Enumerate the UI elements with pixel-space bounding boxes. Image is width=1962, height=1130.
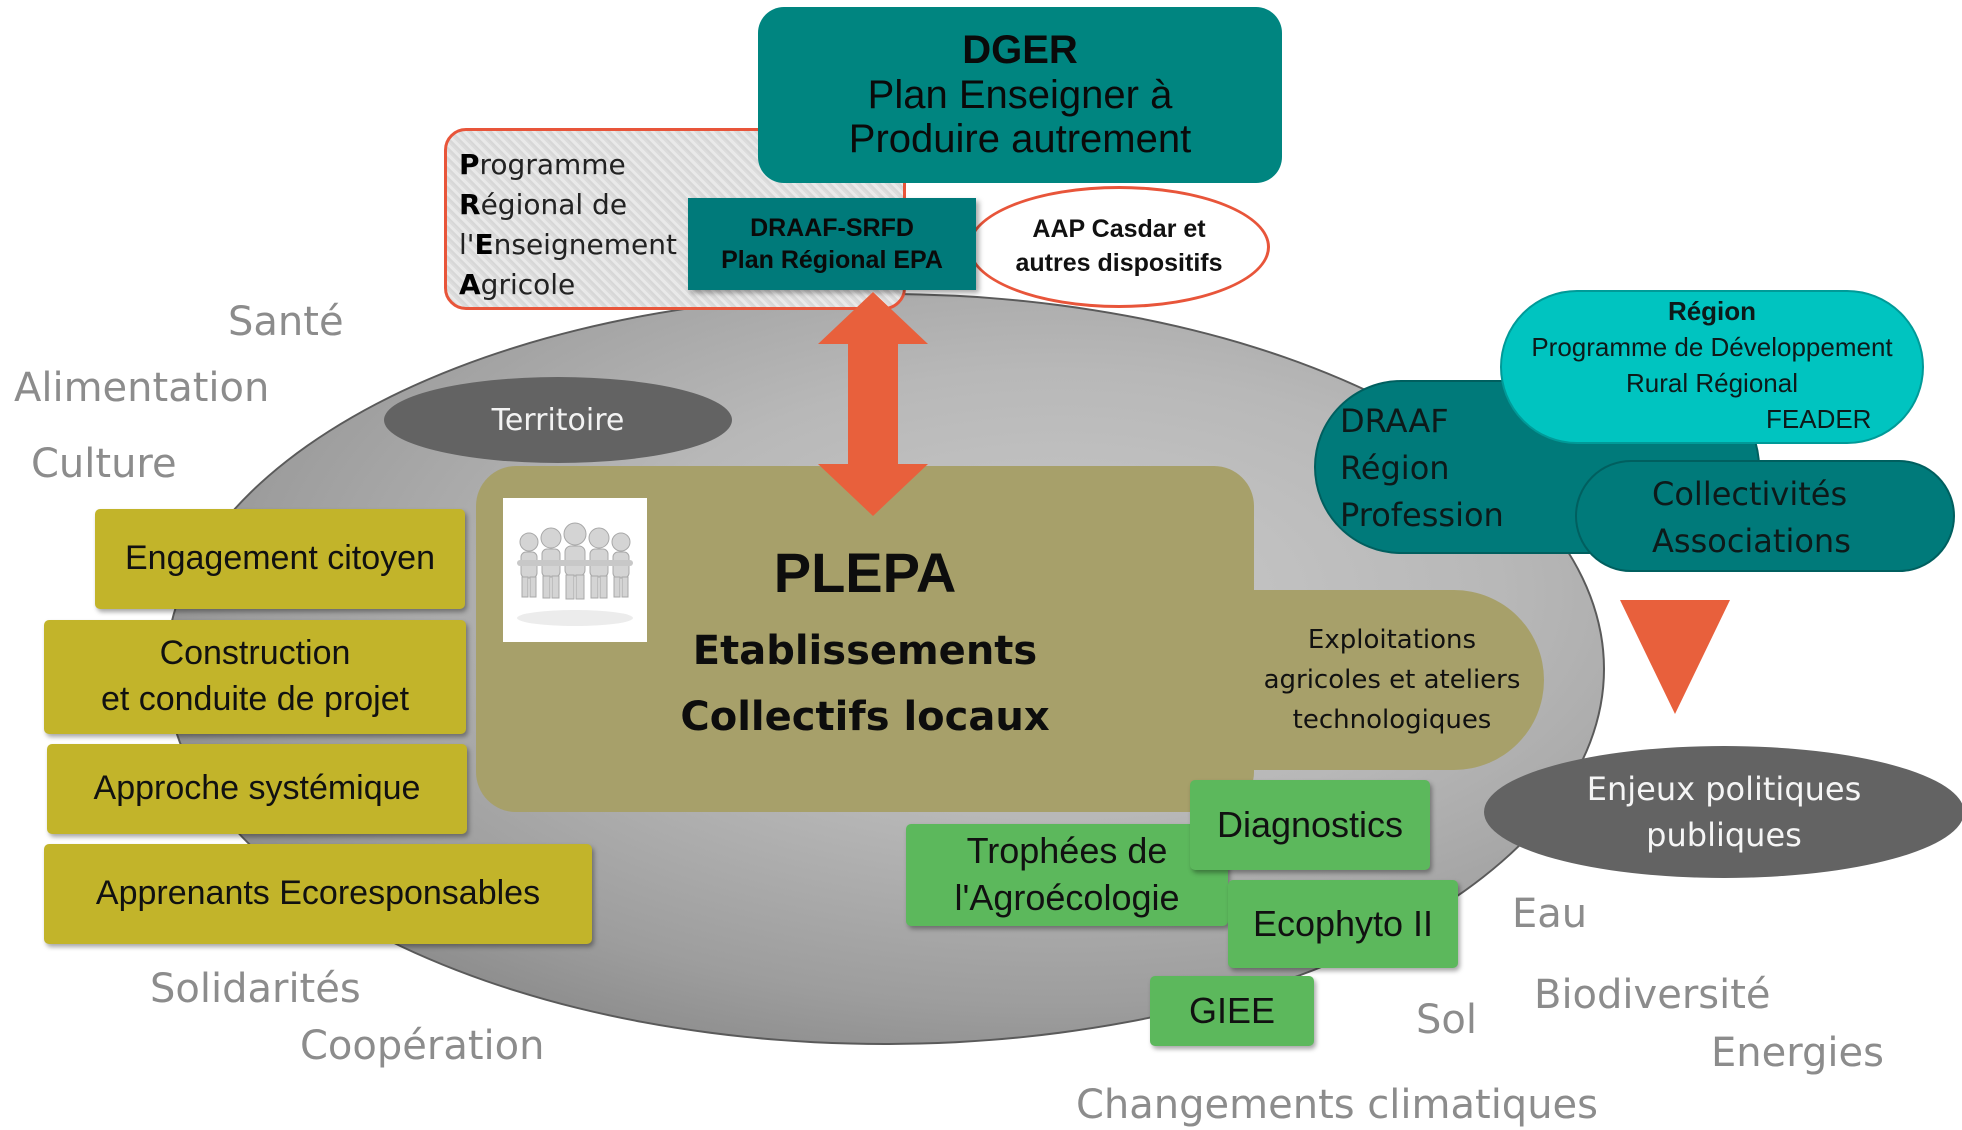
aap-casdar-ellipse: AAP Casdar et autres dispositifs bbox=[968, 186, 1270, 308]
exploitations-shape: Exploitations agricoles et ateliers tech… bbox=[1200, 590, 1544, 770]
diagnostics-box: Diagnostics bbox=[1190, 780, 1430, 870]
profession-label: Profession bbox=[1340, 496, 1504, 534]
keyword-sante: Santé bbox=[228, 299, 344, 345]
enjeux-politiques-ellipse: Enjeux politiques publiques bbox=[1484, 746, 1962, 878]
draaf-srfd-line-1: DRAAF-SRFD bbox=[750, 213, 914, 242]
region-title: Région bbox=[1667, 296, 1757, 326]
keyword-energies: Energies bbox=[1711, 1030, 1884, 1076]
associations-label: Associations bbox=[1652, 522, 1851, 560]
construction-projet-box: Construction et conduite de projet bbox=[44, 620, 466, 734]
trophees-line-2: l'Agroécologie bbox=[954, 877, 1180, 918]
exploitations-line-1: Exploitations bbox=[1307, 624, 1477, 655]
prea-line-3: l'Enseignement bbox=[459, 228, 677, 261]
territoire-ellipse: Territoire bbox=[384, 377, 732, 463]
aap-line-1: AAP Casdar et bbox=[1032, 215, 1206, 244]
plepa-collectifs-locaux: Collectifs locaux bbox=[680, 694, 1050, 740]
keyword-solidarites: Solidarités bbox=[150, 966, 361, 1012]
draaf-label: DRAAF bbox=[1340, 402, 1449, 440]
aap-line-2: autres dispositifs bbox=[1015, 249, 1223, 277]
keyword-sol: Sol bbox=[1416, 997, 1477, 1043]
double-headed-arrow bbox=[818, 292, 928, 516]
engagement-citoyen-box: Engagement citoyen bbox=[95, 509, 465, 609]
trophees-line-1: Trophées de bbox=[966, 830, 1168, 872]
approche-systemique-box: Approche systémique bbox=[47, 744, 467, 834]
keyword-cooperation: Coopération bbox=[300, 1023, 545, 1069]
keyword-alimentation: Alimentation bbox=[14, 365, 270, 411]
trophees-agroecologie-box: Trophées de l'Agroécologie bbox=[906, 824, 1228, 926]
construction-line-1: Construction bbox=[159, 634, 351, 673]
keyword-changements-climatiques: Changements climatiques bbox=[1076, 1082, 1598, 1128]
draaf-region-profession-text: DRAAF Région Profession bbox=[1340, 398, 1504, 539]
dger-line-1: Plan Enseigner à bbox=[867, 72, 1173, 117]
plepa-title: PLEPA bbox=[773, 541, 957, 604]
down-triangle-icon bbox=[1620, 600, 1730, 714]
group-of-people-icon bbox=[503, 498, 647, 642]
keyword-eau: Eau bbox=[1512, 891, 1588, 937]
region-feader: FEADER bbox=[1766, 404, 1872, 434]
enjeux-line-1: Enjeux politiques bbox=[1586, 769, 1862, 808]
collectivites-associations-text: Collectivités Associations bbox=[1652, 471, 1851, 565]
giee-box: GIEE bbox=[1150, 976, 1314, 1046]
ecophyto-box: Ecophyto II bbox=[1228, 880, 1458, 968]
region-pdrr-shape bbox=[1500, 290, 1924, 444]
prea-line-4: Agricole bbox=[459, 268, 576, 301]
collectivites-associations-shape bbox=[1575, 460, 1955, 572]
enjeux-line-2: publiques bbox=[1646, 816, 1802, 854]
dger-box: DGER Plan Enseigner à Produire autrement bbox=[758, 7, 1282, 183]
apprenants-ecoresponsables-box: Apprenants Ecoresponsables bbox=[44, 844, 592, 944]
construction-line-2: et conduite de projet bbox=[100, 680, 410, 718]
region-line-3: Rural Régional bbox=[1626, 368, 1798, 398]
dger-title: DGER bbox=[962, 27, 1078, 72]
exploitations-line-2: agricoles et ateliers bbox=[1263, 664, 1521, 695]
draaf-srfd-line-2: Plan Régional EPA bbox=[721, 246, 943, 274]
collectivites-label: Collectivités bbox=[1652, 475, 1848, 513]
keyword-culture: Culture bbox=[31, 441, 177, 487]
draaf-srfd-box: DRAAF-SRFD Plan Régional EPA bbox=[688, 198, 976, 290]
prea-line-2: Régional de bbox=[459, 188, 628, 221]
exploitations-line-3: technologiques bbox=[1292, 705, 1492, 736]
region-label: Région bbox=[1340, 449, 1450, 487]
prea-line-1: Programme bbox=[459, 148, 626, 181]
dger-line-2: Produire autrement bbox=[848, 117, 1192, 162]
plepa-etablissements: Etablissements bbox=[692, 628, 1038, 674]
keyword-biodiversite: Biodiversité bbox=[1534, 972, 1771, 1018]
region-line-2: Programme de Développement bbox=[1531, 332, 1893, 362]
